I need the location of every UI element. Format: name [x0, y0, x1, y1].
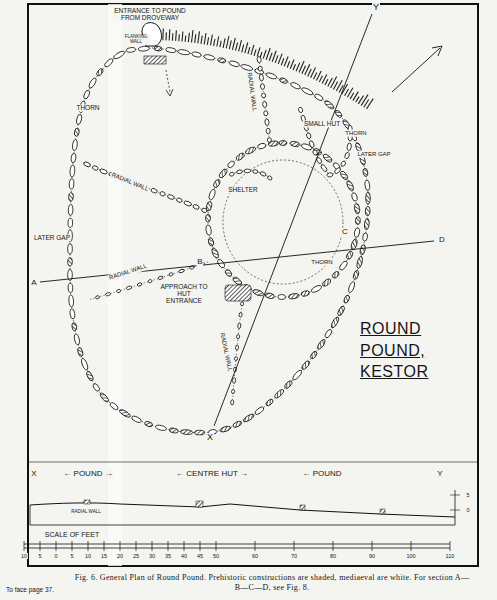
- map-label: Y: [372, 3, 380, 13]
- map-label: 5: [69, 553, 74, 559]
- map-label: 0: [53, 553, 58, 559]
- figure-caption: Fig. 6. General Plan of Round Pound. Pre…: [72, 573, 472, 592]
- map-label: 20: [116, 553, 124, 559]
- map-label: LATER GAP: [33, 234, 71, 241]
- map-label: 30: [148, 553, 156, 559]
- map-label: RADIAL WALL: [246, 71, 258, 113]
- map-label: 90: [368, 553, 376, 559]
- map-label: FLANKING WALL: [121, 35, 151, 45]
- map-label: SCALE OF FEET: [44, 531, 100, 539]
- map-label: 80: [329, 553, 337, 559]
- map-label: ← POUND: [301, 470, 342, 479]
- scan-band: [108, 4, 122, 566]
- map-label: RADIAL WALL: [70, 510, 101, 515]
- map-label: 15: [100, 553, 108, 559]
- map-label: 0: [465, 507, 470, 513]
- map-label: ENTRANCE TO POUND FROM DROVEWAY: [113, 7, 187, 21]
- frame: [28, 4, 478, 566]
- map-label: A: [30, 279, 37, 288]
- map-label: SMALL HUT: [303, 120, 341, 127]
- map-label: THORN: [310, 259, 333, 266]
- map-label: 10: [84, 553, 92, 559]
- map-label: 40: [180, 553, 188, 559]
- map-label: ← POUND →: [62, 470, 113, 479]
- map-label: To face page 37.: [5, 586, 55, 593]
- map-label: 5: [465, 492, 470, 498]
- map-label: 5: [37, 553, 42, 559]
- map-label: C: [341, 228, 349, 237]
- map-label: 10: [20, 553, 28, 559]
- map-label: 50: [212, 553, 220, 559]
- map-label: 70: [290, 553, 298, 559]
- map-label: D: [438, 236, 446, 245]
- map-label: Y: [436, 470, 443, 479]
- map-label: RADIAL WALL: [218, 331, 233, 373]
- map-label: APPROACH TO HUT ENTRANCE: [159, 283, 209, 304]
- map-label: 35: [164, 553, 172, 559]
- map-label: SHELTER: [227, 186, 259, 193]
- plan-title: ROUND POUND, KESTOR: [360, 318, 478, 383]
- map-label: THORN: [344, 130, 367, 137]
- map-label: B: [196, 258, 203, 267]
- map-label: LATER GAP: [356, 151, 391, 158]
- map-label: 45: [196, 553, 204, 559]
- map-label: ← CENTRE HUT →: [175, 470, 249, 479]
- map-label: 100: [405, 553, 416, 559]
- map-label: X: [30, 470, 37, 479]
- map-label: THORN: [75, 104, 100, 111]
- map-label: 25: [132, 553, 140, 559]
- map-label: X: [206, 433, 214, 443]
- map-label: 60: [251, 553, 259, 559]
- map-label: 110: [445, 553, 456, 559]
